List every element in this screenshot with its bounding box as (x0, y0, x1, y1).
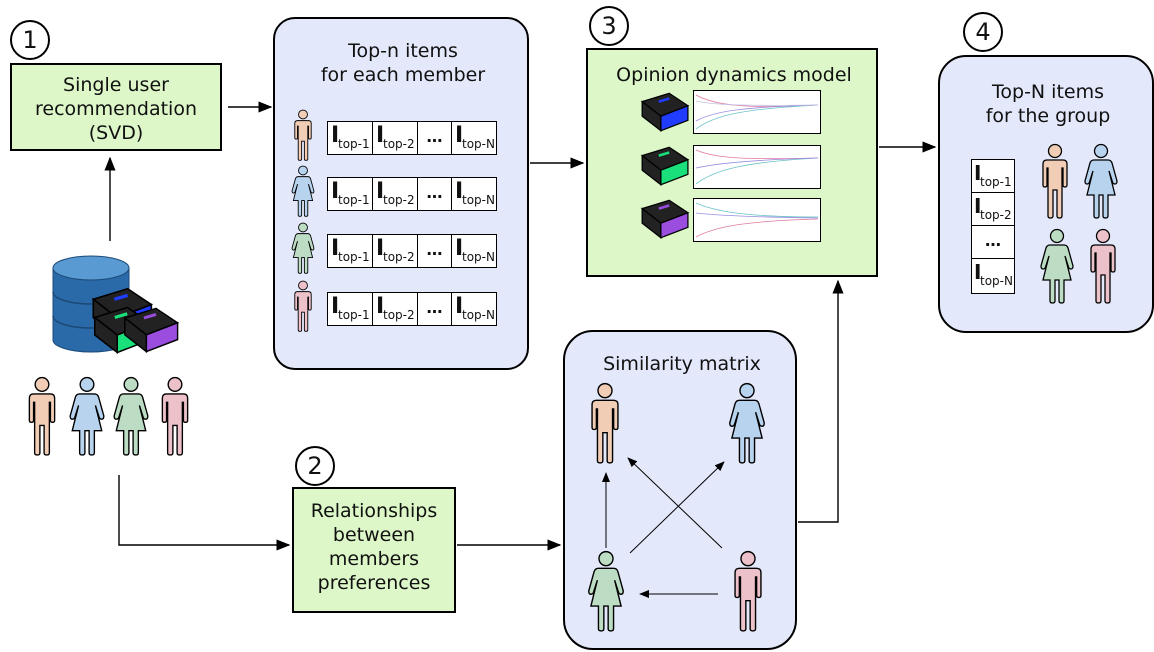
item-ellipsis: … (417, 177, 452, 211)
step-4-badge: 4 (963, 12, 1003, 52)
step-3-badge: 3 (589, 6, 629, 46)
opinion-chart-3 (693, 198, 821, 242)
group-item-ellipsis: … (971, 225, 1015, 259)
opinion-chart-2 (693, 145, 821, 189)
relationships-box: Relationships between members preference… (292, 487, 456, 613)
step-2-badge: 2 (295, 446, 335, 486)
similarity-matrix-title: Similarity matrix (603, 353, 761, 375)
opinion-curves-icon (695, 202, 819, 238)
single-user-recommendation-label: Single user recommendation (SVD) (34, 74, 197, 144)
group-items-title-line2: for the group (985, 105, 1111, 127)
item-ellipsis: … (417, 292, 452, 326)
opinion-chart-1 (693, 90, 821, 134)
opinion-curves-icon (695, 94, 819, 130)
topn-items-title-line2: for each member (320, 64, 486, 86)
opinion-curves-icon (695, 149, 819, 185)
item-ellipsis: … (417, 121, 452, 155)
single-user-recommendation-box: Single user recommendation (SVD) (10, 63, 222, 151)
step-1-badge: 1 (10, 20, 50, 60)
group-items-title-line1: Top-N items (992, 81, 1104, 103)
opinion-dynamics-title: Opinion dynamics model (616, 64, 852, 86)
relationships-label: Relationships between members preference… (310, 500, 438, 594)
topn-items-title-line1: Top-n items (348, 40, 458, 62)
